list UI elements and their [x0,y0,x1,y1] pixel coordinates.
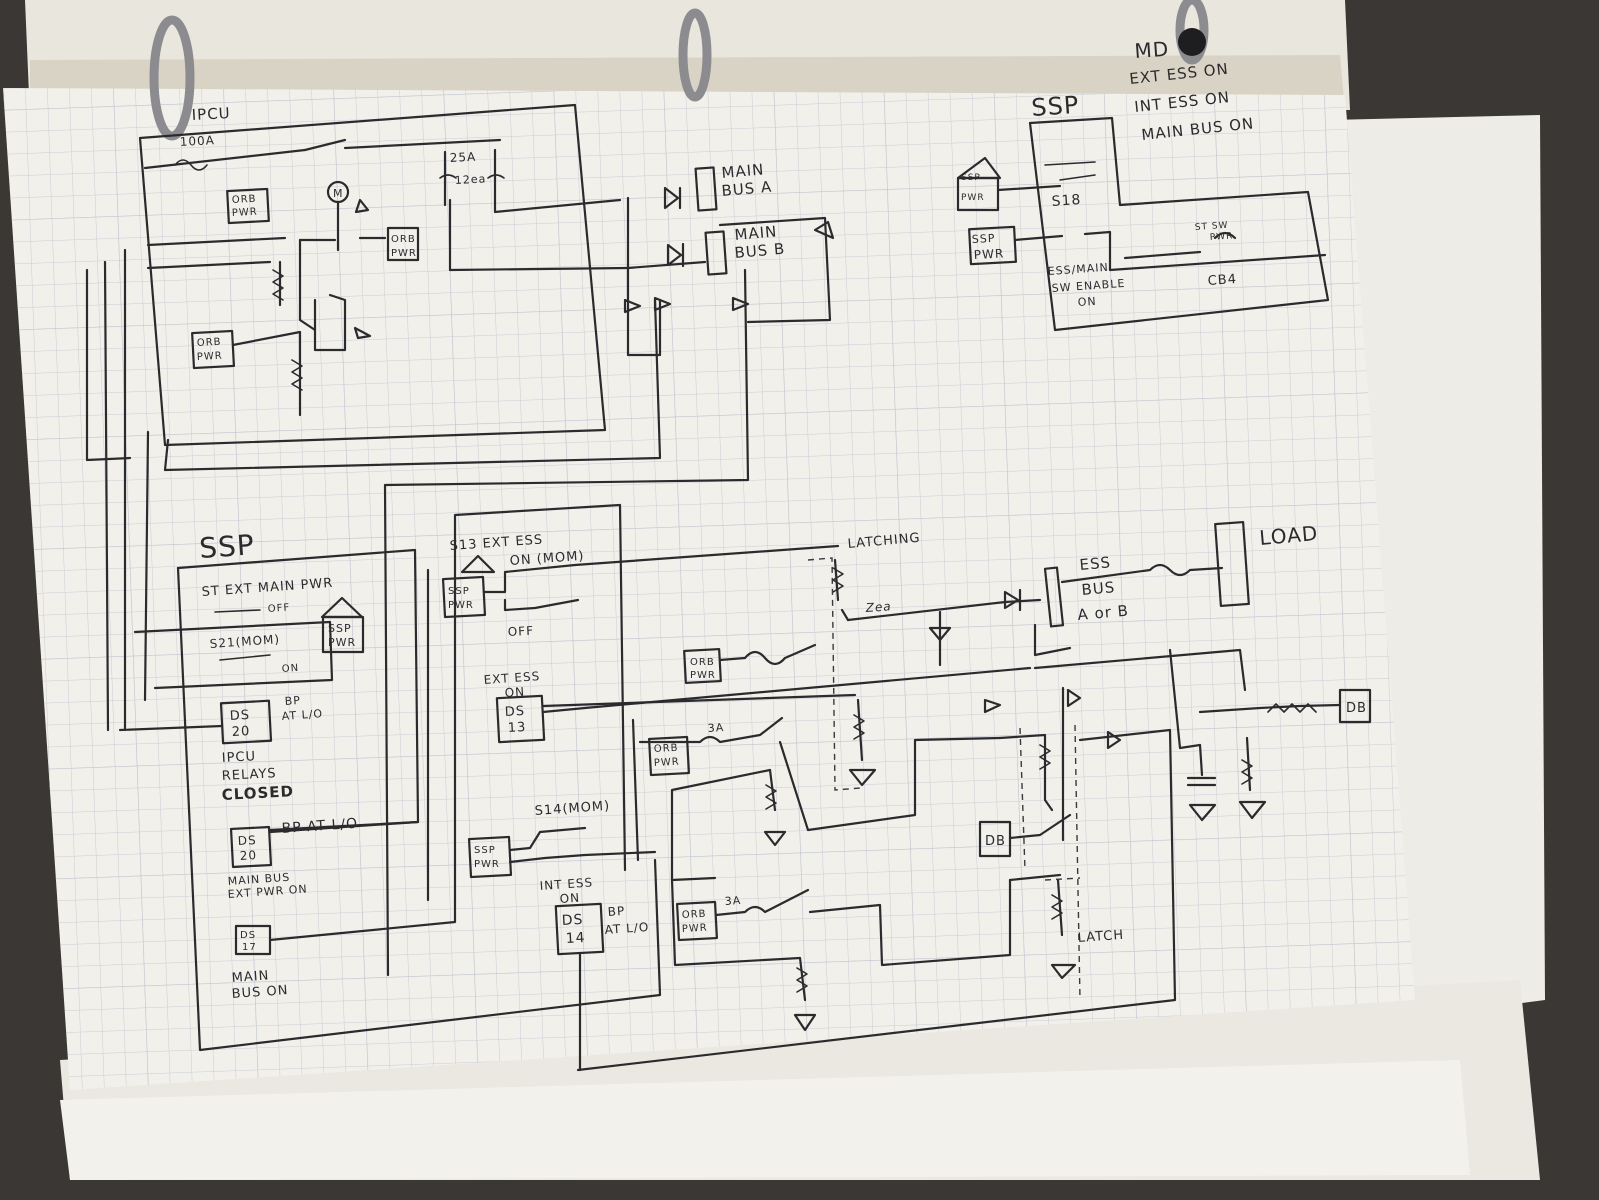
label-ssp-pwr-top-1b: PWR [961,193,985,203]
label-ds20-b2: 20 [239,848,257,863]
label-int-ess-on-2: ON [559,891,580,906]
label-ess-bus-2: BUS [1081,578,1116,599]
label-ds13-1: DS [504,704,525,720]
label-ssp-pwr-top-2b: PWR [973,246,1004,262]
label-main-bus-ext-1: MAIN BUS [227,871,290,888]
label-ext-ess-on-2: ON [504,685,525,700]
label-bp-at-lo-3: BP [607,904,625,919]
label-ds13-2: 13 [507,720,526,736]
label-orb-pwr-2b: PWR [391,248,417,259]
label-3a-1: 3A [707,721,724,735]
label-s13-2: ON (MOM) [509,549,585,569]
label-s21: S21(MOM) [209,632,280,651]
binder-ring-icon [149,0,1209,141]
label-off-2: OFF [507,624,534,639]
label-s18: S18 [1051,192,1082,210]
label-md: MD [1134,37,1170,63]
main-bus-relays [383,166,835,977]
label-st-sw: ST SW [1195,221,1229,233]
label-ds20-a: DS [229,708,250,724]
label-latching: LATCHING [847,531,921,552]
label-on-1: ON [281,663,299,675]
label-ess-bus-3: A or B [1077,602,1130,624]
label-ssp-pwr-s13b: PWR [448,600,474,611]
label-ssp-top: SSP [1030,91,1080,122]
label-main-bus-on-1: MAIN [231,968,270,986]
label-ssp-pwr-left: SSP [328,622,352,635]
label-orb-pwr-4: ORB [690,657,715,668]
label-ess-main-1: ESS/MAIN [1047,261,1109,278]
label-ext-ess-on-1: EXT ESS [483,669,540,687]
label-ssp-pwr-top-1: SSP [961,173,981,183]
label-ipcu-relays-2: RELAYS [221,766,277,784]
label-load: LOAD [1258,521,1319,550]
label-ipcu-relays-1: IPCU [221,749,256,766]
label-orb-pwr-6: ORB [682,909,707,921]
label-bp-at-lo-2: BP AT L/O [281,816,358,837]
label-db-2: DB [985,834,1006,849]
label-3a-2: 3A [724,894,741,908]
ssp-top-panel [956,116,1330,332]
label-ssp-pwr-left-b: PWR [328,636,356,649]
label-ds20-a2: 20 [231,724,250,740]
label-main-bus-b-2: BUS B [734,240,786,262]
handwritten-labels: IPCU 100A ORB PWR ORB PWR ORB PWR M 25A … [179,37,1367,1002]
label-ds17-a: DS [240,930,256,941]
label-motor: M [333,187,344,200]
label-ds17-b: 17 [242,942,257,953]
ssp-left-panel [118,503,662,1052]
label-bp-at-lo-1b: AT L/O [281,707,323,723]
label-ssp-pwr-s14b: PWR [474,859,500,870]
label-ess-main-2: SW ENABLE [1051,277,1125,295]
label-s13-1: S13 EXT ESS [449,532,543,553]
label-st-sw-pwr: PWR [1210,231,1234,243]
label-orb-pwr-4b: PWR [690,670,716,681]
ipcu-circuit [85,103,662,732]
label-cb4: CB4 [1207,272,1237,289]
label-12ea: 12ea [454,172,486,187]
label-orb-pwr-2: ORB [391,234,416,245]
label-ipcu-relays-3: CLOSED [221,782,294,804]
label-bp-at-lo-1: BP [284,694,301,708]
label-main-bus-on-2: BUS ON [231,983,289,1002]
label-ipcu: IPCU [191,104,231,124]
label-orb-pwr-1: ORB [232,194,257,206]
label-orb-pwr-1b: PWR [232,207,258,219]
label-latch: LATCH [1077,928,1124,946]
label-zea: Zea [864,599,892,615]
label-ssp-pwr-s13: SSP [448,586,470,597]
label-s14: S14(MOM) [534,799,610,819]
label-int-ess-on-1: INT ESS [539,875,593,893]
label-ssp-pwr-top-2: SSP [971,232,995,246]
ess-switching-network [426,521,1372,1072]
label-100a: 100A [179,133,215,149]
label-db-1: DB [1346,701,1367,716]
label-main-bus-ext-2: EXT PWR ON [227,882,308,901]
label-off-1: OFF [267,602,290,615]
label-main-bus-a: MAIN [721,160,765,182]
label-ess-main-3: ON [1077,295,1097,309]
label-main-bus-a-2: BUS A [721,178,773,200]
label-ess-bus-1: ESS [1079,553,1112,574]
label-orb-pwr-6b: PWR [682,923,708,935]
label-ds14-1: DS [561,912,583,929]
label-orb-pwr-3: ORB [197,337,222,349]
label-orb-pwr-5: ORB [654,743,679,755]
label-ds20-b: DS [237,833,257,848]
label-orb-pwr-3b: PWR [197,351,223,363]
label-ds14-2: 14 [565,930,586,947]
label-bp-at-lo-3b: AT L/O [604,920,649,937]
label-ssp-pwr-s14: SSP [474,845,496,856]
label-main-bus-b: MAIN [734,222,778,244]
label-ssp-left: SSP [198,528,256,565]
label-orb-pwr-5b: PWR [654,757,680,769]
label-25a: 25A [449,150,476,165]
